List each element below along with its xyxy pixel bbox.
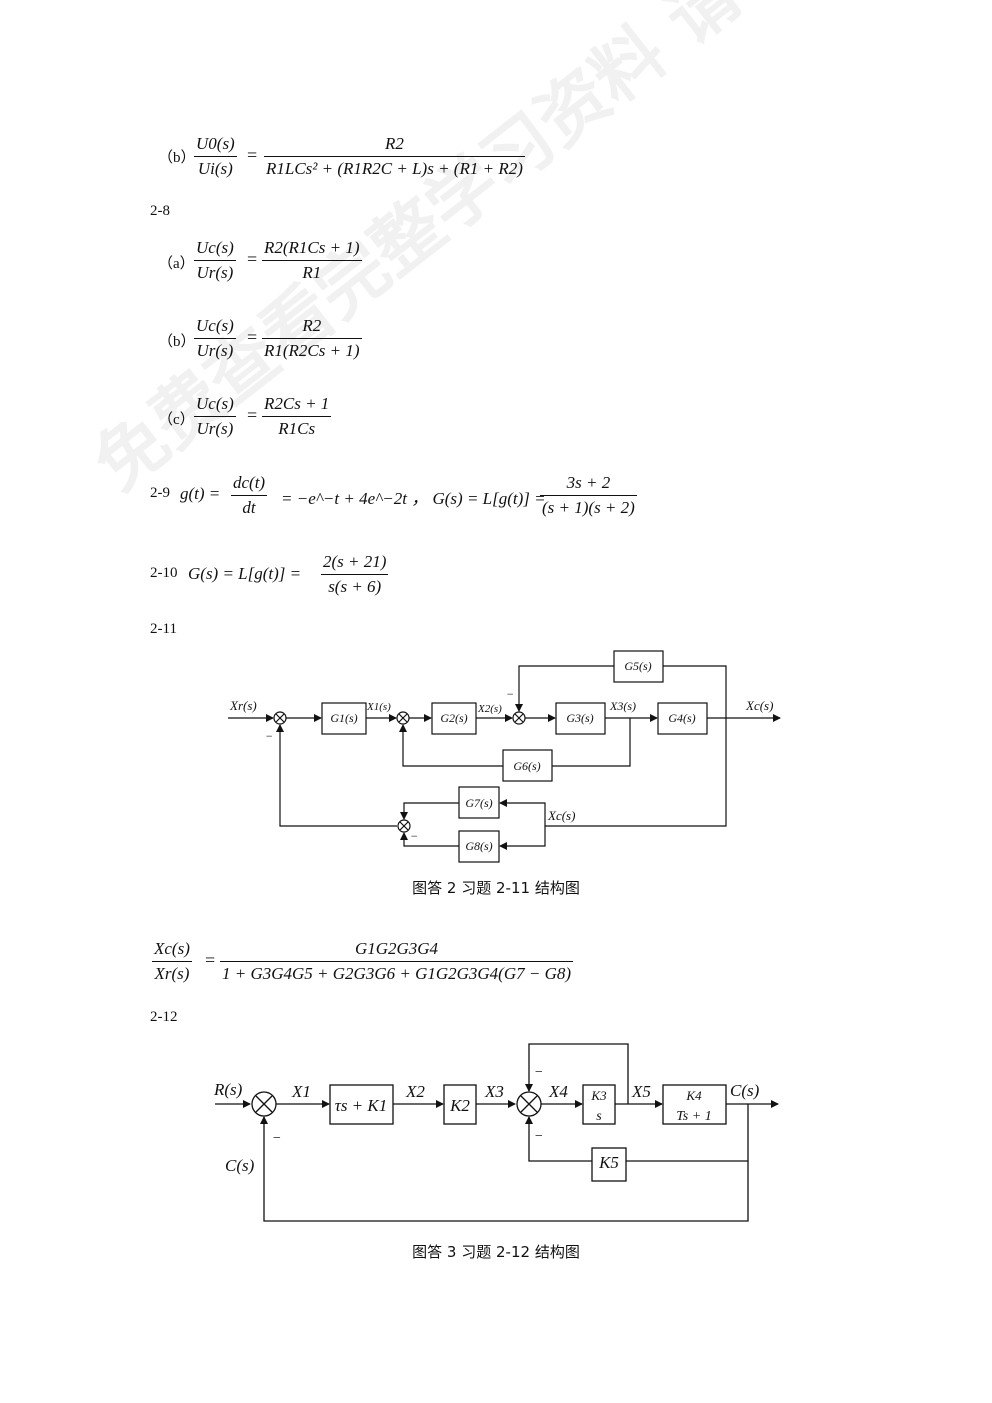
section-label: 2-10: [150, 565, 178, 581]
block-label: G8(s): [465, 839, 492, 853]
fraction: Xc(s) Xr(s): [152, 939, 192, 983]
equals: =: [247, 145, 258, 165]
equals: =: [247, 249, 258, 269]
signal-label: C(s): [730, 1081, 760, 1100]
section-label: 2-9: [150, 485, 170, 501]
minus-sign: −: [506, 687, 514, 701]
minus-sign: −: [410, 829, 418, 843]
equation-text: g(t) =: [180, 484, 221, 503]
block-label: K4: [685, 1088, 702, 1103]
signal-label: X1(s): [366, 701, 391, 713]
block-label: G4(s): [668, 711, 695, 725]
equation-text: = −e^−t + 4e^−2t ， G(s) = L[g(t)] =: [281, 489, 546, 508]
fraction: Uc(s) Ur(s): [194, 394, 236, 438]
signal-label: X3: [484, 1082, 504, 1101]
fraction: dc(t) dt: [231, 473, 268, 517]
fraction: Uc(s) Ur(s): [194, 316, 236, 360]
signal-label: X2(s): [477, 703, 502, 715]
block-label: G6(s): [513, 759, 540, 773]
section-label: 2-8: [150, 203, 170, 219]
signal-label: Xc(s): [547, 808, 575, 823]
fraction: Uc(s) Ur(s): [194, 238, 236, 282]
fraction: R2Cs + 1 R1Cs: [262, 394, 332, 438]
block-label: K5: [598, 1153, 619, 1172]
signal-label: X1: [291, 1082, 311, 1101]
signal-label: Xc(s): [745, 698, 773, 713]
fraction: G1G2G3G4 1 + G3G4G5 + G2G3G6 + G1G2G3G4(…: [220, 939, 574, 983]
fraction: R2 R1(R2Cs + 1): [262, 316, 362, 360]
block-b5: [591, 1147, 627, 1182]
signal-label: X2: [405, 1082, 425, 1101]
block-label: G2(s): [440, 711, 467, 725]
signal-label: R(s): [213, 1080, 243, 1099]
block-label: G5(s): [624, 659, 651, 673]
equation-text: G(s) = L[g(t)] =: [188, 564, 302, 583]
equals: =: [205, 950, 216, 970]
equals: =: [247, 405, 258, 425]
block-label: K3: [590, 1088, 607, 1103]
minus-sign: −: [534, 1065, 543, 1080]
eq-tag: （b）: [158, 334, 196, 350]
figure-caption: 图答 2 习题 2-11 结构图: [412, 879, 580, 897]
fraction: U0(s) Ui(s): [194, 134, 237, 178]
fraction: 3s + 2 (s + 1)(s + 2): [540, 473, 637, 517]
block-label: K2: [449, 1096, 470, 1115]
minus-sign: −: [265, 729, 273, 743]
eq-tag: （a）: [158, 256, 195, 272]
eq-tag: （b）: [158, 150, 196, 166]
equals: =: [247, 327, 258, 347]
figure-caption: 图答 3 习题 2-12 结构图: [412, 1243, 580, 1261]
block-label: τs + K1: [335, 1096, 388, 1115]
minus-sign: −: [272, 1131, 281, 1146]
fraction: 2(s + 21) s(s + 6): [321, 552, 389, 596]
minus-sign: −: [534, 1129, 543, 1144]
signal-label: Xr(s): [229, 698, 257, 713]
signal-label: C(s): [225, 1156, 255, 1175]
section-label: 2-12: [150, 1009, 178, 1025]
block-label: G7(s): [465, 796, 492, 810]
block-label: G1(s): [330, 711, 357, 725]
section-label: 2-11: [150, 621, 177, 637]
block-label: Ts + 1: [676, 1109, 711, 1124]
eq-tag: （c）: [158, 412, 195, 428]
signal-label: X4: [548, 1082, 568, 1101]
block-label: s: [596, 1109, 602, 1124]
signal-label: X3(s): [609, 699, 636, 713]
fraction: R2 R1LCs² + (R1R2C + L)s + (R1 + R2): [264, 134, 525, 178]
signal-label: X5: [631, 1082, 651, 1101]
fraction: R2(R1Cs + 1) R1: [262, 238, 362, 282]
block-label: G3(s): [566, 711, 593, 725]
